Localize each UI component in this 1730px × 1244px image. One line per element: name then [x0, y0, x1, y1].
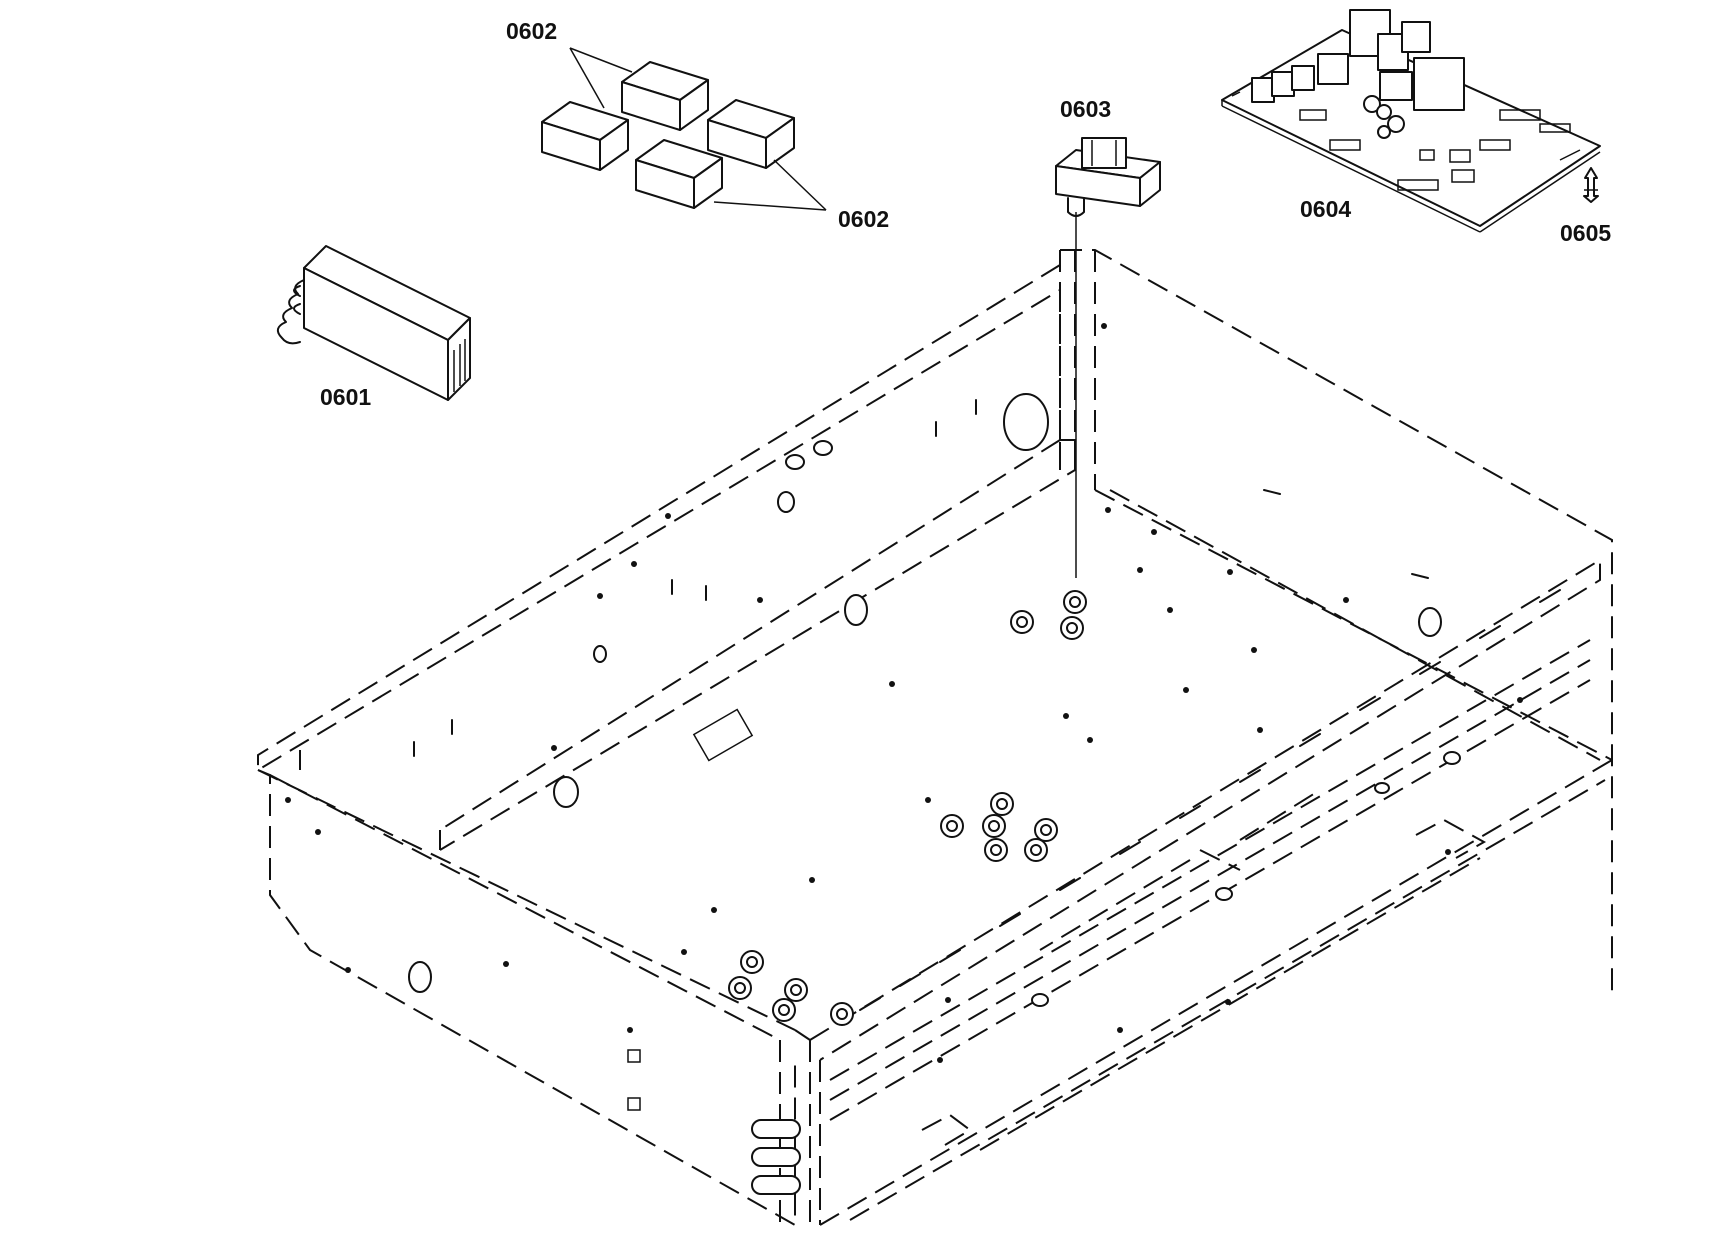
part-0604-control-board: [1221, 9, 1601, 233]
callout-0601: 0601: [320, 384, 372, 410]
callout-0604: 0604: [1300, 196, 1352, 222]
front-rail-slots: [859, 589, 1561, 1011]
part-0605-standoff: [1583, 167, 1599, 203]
chassis-holes: [408, 393, 1461, 1195]
part-0603-transformer: [1055, 137, 1161, 578]
chassis-dots: [285, 323, 1523, 1063]
part-0602-relays: [541, 47, 827, 211]
chassis-tray: [257, 249, 1613, 1227]
callout-0602-right: 0602: [838, 206, 890, 232]
part-0601-filter-box: [276, 245, 471, 401]
callout-0602-top: 0602: [506, 18, 558, 44]
callout-0605: 0605: [1560, 220, 1612, 246]
callout-0603: 0603: [1060, 96, 1112, 122]
